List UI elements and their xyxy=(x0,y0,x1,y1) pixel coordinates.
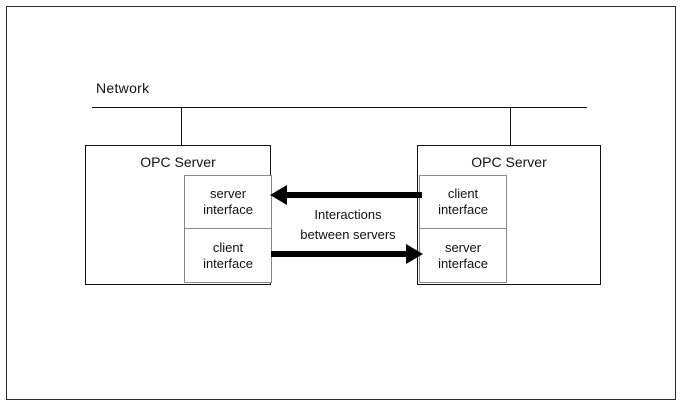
arrow-leftward-head-icon xyxy=(270,185,287,205)
diagram-frame: Network OPC Server server interface clie… xyxy=(6,6,676,400)
left-server-interface-line2: interface xyxy=(203,202,253,217)
left-client-interface-line2: interface xyxy=(203,255,253,271)
left-server-interface-line1: server xyxy=(209,186,247,201)
network-label: Network xyxy=(96,80,150,96)
right-client-interface: client interface xyxy=(420,176,506,229)
interaction-label-line1: Interactions xyxy=(314,207,382,222)
right-server-interface: server interface xyxy=(420,229,506,282)
network-bus-line xyxy=(92,107,587,108)
right-client-interface-line1: client xyxy=(447,186,479,201)
left-server-interface: server interface xyxy=(185,176,271,229)
right-interface-stack: client interface server interface xyxy=(419,175,507,283)
right-server-interface-line1: server xyxy=(444,239,482,255)
right-client-interface-line2: interface xyxy=(438,202,488,217)
right-server-interface-line2: interface xyxy=(438,255,488,271)
arrow-rightward-shaft xyxy=(271,251,408,257)
arrow-rightward-head-icon xyxy=(406,244,423,264)
left-client-interface-line1: client xyxy=(212,239,244,255)
left-client-interface: client interface xyxy=(185,229,271,282)
interaction-label: Interactions between servers xyxy=(275,205,421,245)
right-opc-server-title: OPC Server xyxy=(471,154,547,170)
network-drop-left xyxy=(181,107,182,146)
interaction-label-line2: between servers xyxy=(300,227,396,242)
arrow-leftward-shaft xyxy=(285,192,422,198)
network-drop-right xyxy=(510,107,511,146)
left-interface-stack: server interface client interface xyxy=(184,175,272,283)
left-opc-server-title: OPC Server xyxy=(140,154,216,170)
